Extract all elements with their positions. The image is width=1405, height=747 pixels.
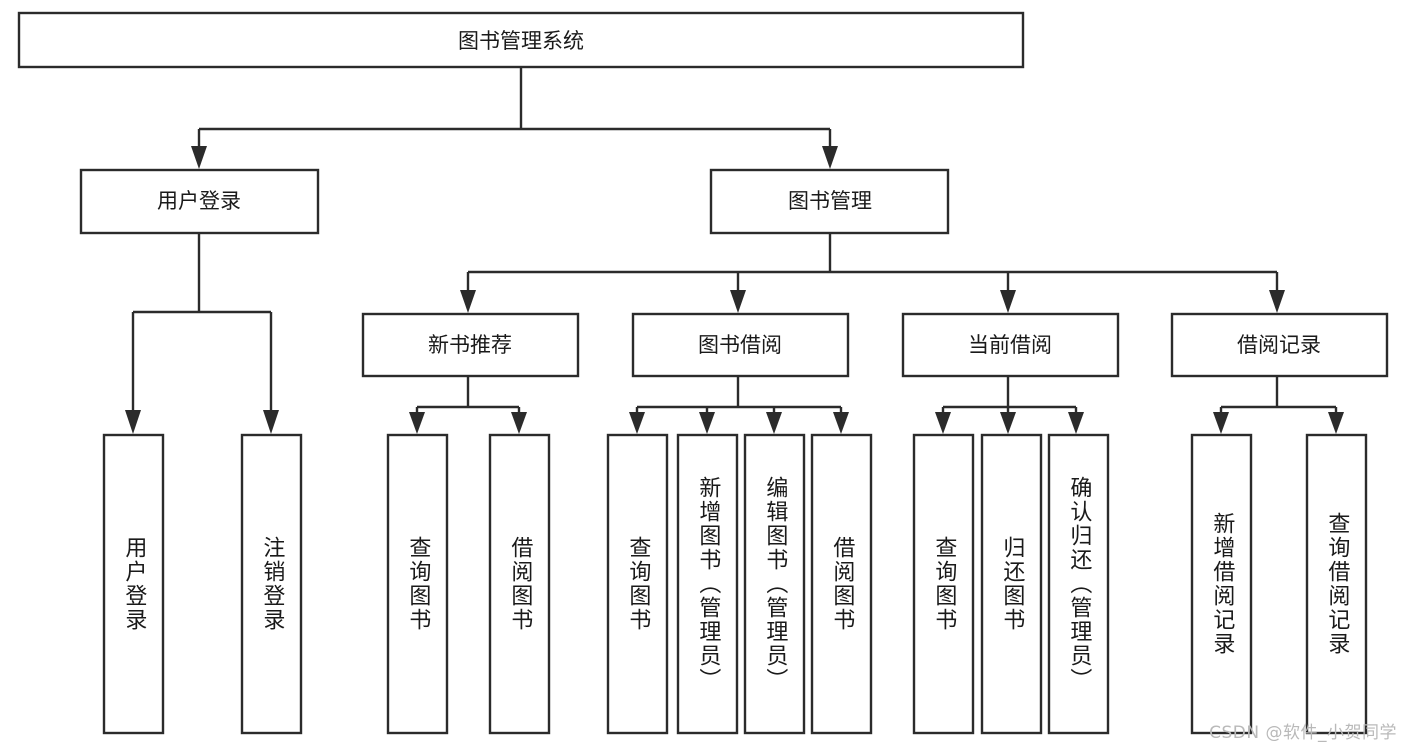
- leaf-add-record-box[interactable]: [1190, 433, 1253, 735]
- node-root-label: 图书管理系统: [458, 29, 584, 53]
- node-current-borrow-label: 当前借阅: [968, 333, 1052, 357]
- node-new-book-recommend-label: 新书推荐: [428, 333, 512, 357]
- arrow-cb-leaf-3-icon: [1068, 412, 1084, 434]
- arrow-bb-leaf-4-icon: [833, 412, 849, 434]
- node-new-book-recommend[interactable]: 新书推荐: [361, 312, 580, 378]
- leaf-confirm-return-box[interactable]: [1047, 433, 1110, 735]
- leaf-logout-box[interactable]: [240, 433, 303, 735]
- connector-group-new-book-recommend: [409, 376, 527, 434]
- leaf-add-book-box[interactable]: [676, 433, 739, 735]
- arrow-bm-to-current-borrow-icon: [1000, 290, 1016, 313]
- arrow-user-login-leaf-1-icon: [125, 410, 141, 434]
- arrow-nbr-leaf-2-icon: [511, 412, 527, 434]
- leaf-query-book-3-box[interactable]: [912, 433, 975, 735]
- node-new-book-recommend-box[interactable]: [361, 312, 580, 378]
- arrow-bm-to-book-borrow-icon: [730, 290, 746, 313]
- connector-group-book-borrow: [629, 376, 849, 434]
- node-book-management-box[interactable]: [709, 168, 950, 235]
- arrow-br-leaf-2-icon: [1328, 412, 1344, 434]
- node-book-management-label: 图书管理: [788, 189, 872, 213]
- node-root-box[interactable]: [17, 11, 1025, 69]
- node-user-login[interactable]: 用户登录: [79, 168, 320, 235]
- node-book-management[interactable]: 图书管理: [709, 168, 950, 235]
- arrow-user-login-leaf-2-icon: [263, 410, 279, 434]
- leaf-borrow-book-2-box[interactable]: [810, 433, 873, 735]
- node-root[interactable]: 图书管理系统: [17, 11, 1025, 69]
- node-book-borrow[interactable]: 图书借阅: [631, 312, 850, 378]
- connector-group-borrow-record: [1213, 376, 1344, 434]
- arrow-cb-leaf-1-icon: [935, 412, 951, 434]
- leaf-borrow-book-1-box[interactable]: [488, 433, 551, 735]
- csdn-watermark: CSDN @软件_小贺同学: [1209, 723, 1397, 743]
- arrow-bm-to-new-book-recommend-icon: [460, 290, 476, 313]
- node-borrow-record-box[interactable]: [1170, 312, 1389, 378]
- node-user-login-box[interactable]: [79, 168, 320, 235]
- leaf-query-book-1-box[interactable]: [386, 433, 449, 735]
- arrow-bb-leaf-2-icon: [699, 412, 715, 434]
- leaf-user-login-box[interactable]: [102, 433, 165, 735]
- leaf-query-book-2-box[interactable]: [606, 433, 669, 735]
- connector-group-root: [191, 67, 838, 169]
- node-current-borrow[interactable]: 当前借阅: [901, 312, 1120, 378]
- leaf-edit-book-box[interactable]: [743, 433, 806, 735]
- node-borrow-record[interactable]: 借阅记录: [1170, 312, 1389, 378]
- arrow-cb-leaf-2-icon: [1000, 412, 1016, 434]
- node-book-borrow-label: 图书借阅: [698, 333, 782, 357]
- leaf-query-record-box[interactable]: [1305, 433, 1368, 735]
- leaf-boxes: [102, 433, 1368, 735]
- node-current-borrow-box[interactable]: [901, 312, 1120, 378]
- node-book-borrow-box[interactable]: [631, 312, 850, 378]
- connector-group-user-login: [125, 233, 279, 434]
- leaf-return-book-box[interactable]: [980, 433, 1043, 735]
- arrow-root-to-user-login-icon: [191, 146, 207, 169]
- arrow-bb-leaf-1-icon: [629, 412, 645, 434]
- connector-group-current-borrow: [935, 376, 1084, 434]
- connector-group-book-management: [460, 233, 1285, 313]
- arrow-br-leaf-1-icon: [1213, 412, 1229, 434]
- arrow-bm-to-borrow-record-icon: [1269, 290, 1285, 313]
- arrow-nbr-leaf-1-icon: [409, 412, 425, 434]
- node-user-login-label: 用户登录: [157, 189, 241, 213]
- arrow-root-to-book-management-icon: [822, 146, 838, 169]
- arrow-bb-leaf-3-icon: [766, 412, 782, 434]
- node-borrow-record-label: 借阅记录: [1237, 333, 1321, 357]
